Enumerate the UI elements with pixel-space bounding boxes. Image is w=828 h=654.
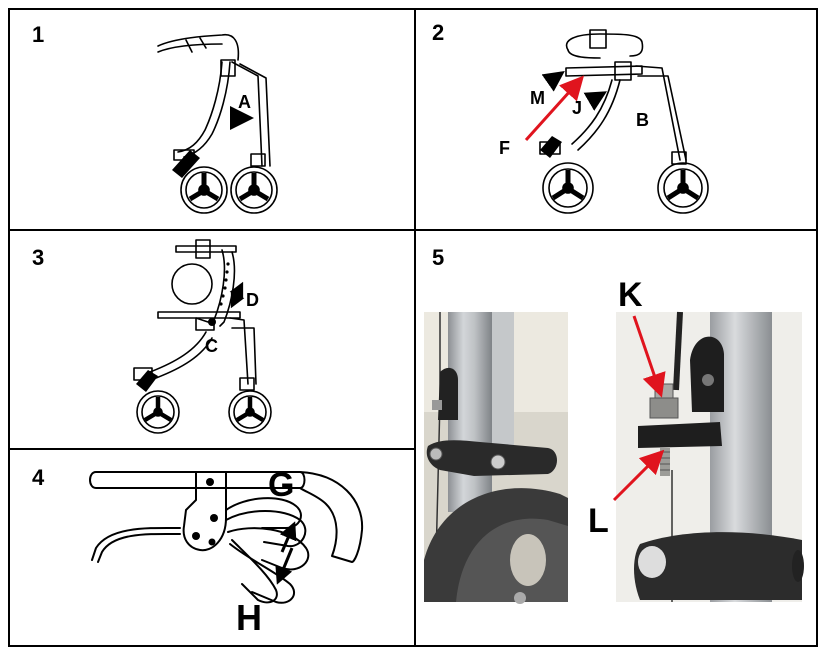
panel-2-number: 2 xyxy=(432,20,445,45)
panel-3-rear-wheel xyxy=(228,390,272,434)
panel-2-walker xyxy=(539,29,687,165)
label-g: G xyxy=(268,466,294,504)
label-m: M xyxy=(530,88,545,108)
panel-4-arrow-h xyxy=(275,521,297,585)
panel-3-holes xyxy=(219,262,230,306)
panel-5-photo-right xyxy=(616,311,804,602)
label-b: B xyxy=(636,110,649,130)
panel-1-brake-arrow xyxy=(172,150,200,178)
panel-3-front-wheel xyxy=(136,390,180,434)
outer-frame xyxy=(8,8,818,647)
panel-3-arrow-d xyxy=(229,281,245,309)
divider-vertical xyxy=(414,8,416,647)
label-f: F xyxy=(499,138,510,158)
panel-2-front-wheel xyxy=(542,162,594,214)
panel-5-number: 5 xyxy=(432,245,445,270)
panel-3-knob-c xyxy=(208,318,216,326)
label-c: C xyxy=(205,336,218,356)
panel-1-front-wheel xyxy=(180,166,228,214)
label-k: K xyxy=(618,276,643,314)
panel-1-folded-walker xyxy=(157,33,271,167)
panel-5-photo-left xyxy=(424,312,568,604)
panel-4-number: 4 xyxy=(32,465,45,490)
panel-1-number: 1 xyxy=(32,22,45,47)
divider-horizontal-top xyxy=(8,229,818,231)
panel-2-brake-arrow xyxy=(540,136,562,158)
label-a: A xyxy=(238,92,251,112)
label-l: L xyxy=(588,502,609,540)
panel-1-rear-wheel xyxy=(230,166,278,214)
divider-horizontal-left xyxy=(8,448,416,450)
panel-2-red-arrow-f xyxy=(524,75,585,142)
panel-2-rear-wheel xyxy=(657,162,709,214)
panel-4-bolts xyxy=(192,478,218,546)
panel-5-red-arrow-l xyxy=(612,449,665,502)
panel-3-brake-arrow xyxy=(136,370,158,392)
panel-2-arrow-j xyxy=(583,91,608,111)
panel-3-walker xyxy=(133,239,257,391)
label-d: D xyxy=(246,290,259,310)
panel-5-red-arrow-k xyxy=(632,315,666,398)
panel-2-arrow-m xyxy=(541,70,565,92)
panel-3-number: 3 xyxy=(32,245,45,270)
label-h: H xyxy=(236,597,262,638)
label-j: J xyxy=(572,98,582,118)
panel-4-handle xyxy=(89,471,364,604)
